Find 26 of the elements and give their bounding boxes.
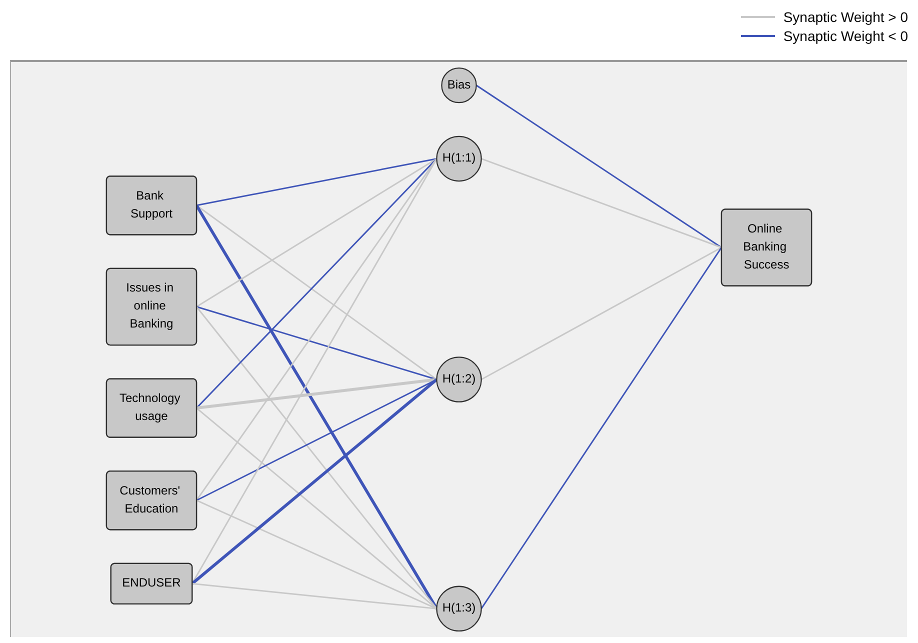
connector — [191, 158, 438, 584]
connector — [196, 158, 438, 501]
connector — [192, 582, 437, 610]
connector — [196, 204, 438, 380]
connector — [196, 158, 437, 206]
connector — [196, 158, 438, 409]
connector — [191, 378, 438, 585]
connector — [196, 306, 438, 610]
node-circle — [436, 586, 482, 632]
chart-background: Bank Support Issues in online Banking Technology usage Customers' Education ENDUSER Bias H(1:1) H(1:2) H(1:3) Online Banking Success — [10, 60, 907, 637]
connector — [480, 246, 722, 380]
connector — [195, 204, 438, 610]
connector — [481, 158, 722, 248]
connector — [196, 378, 438, 502]
connector — [196, 407, 438, 610]
connector — [196, 158, 438, 308]
node-circle — [436, 356, 482, 402]
connector — [196, 500, 437, 610]
connector — [476, 84, 722, 248]
connector — [480, 247, 722, 610]
connector — [196, 306, 437, 380]
connector — [196, 378, 437, 410]
node-circle — [436, 136, 482, 182]
legend-label: Synaptic Weight < 0 — [783, 28, 908, 44]
node-circle — [441, 67, 477, 104]
legend-label: Synaptic Weight > 0 — [783, 9, 908, 25]
